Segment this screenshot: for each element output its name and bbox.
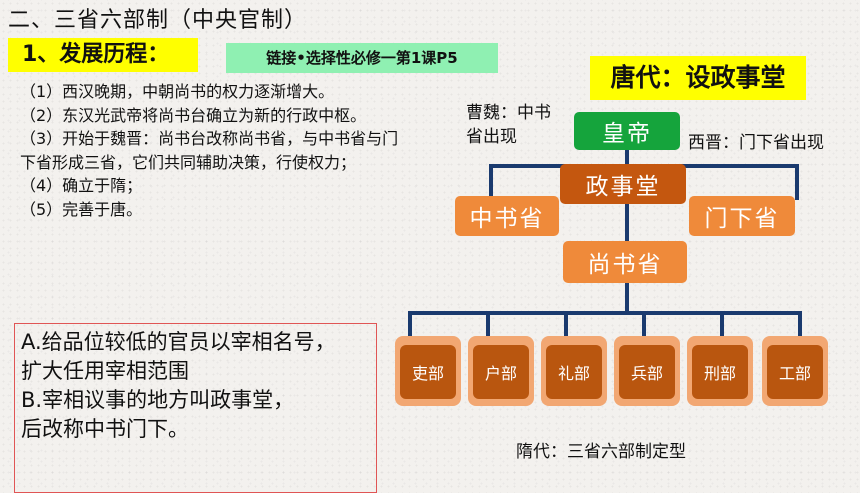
cao-wei-note: 曹魏：中书省出现 bbox=[466, 103, 551, 147]
dept-card: 兵部 bbox=[614, 336, 680, 406]
node-shangshu: 尚书省 bbox=[563, 241, 687, 283]
history-list: （1）西汉晚期，中朝尚书的权力逐渐增大。 （2）东汉光武帝将尚书台确立为新的行政… bbox=[20, 80, 400, 221]
dept-label: 吏部 bbox=[400, 345, 456, 399]
answer-line: 扩大任用宰相范围 bbox=[21, 359, 189, 383]
dept-label: 兵部 bbox=[619, 345, 675, 399]
dept-label: 刑部 bbox=[692, 345, 748, 399]
dept-card: 刑部 bbox=[687, 336, 753, 406]
textbook-link-note: 链接•选择性必修一第1课P5 bbox=[226, 43, 498, 73]
dept-card: 吏部 bbox=[395, 336, 461, 406]
answer-line: B.宰相议事的地方叫政事堂， bbox=[21, 388, 295, 412]
dept-label: 工部 bbox=[767, 345, 823, 399]
dept-card: 工部 bbox=[762, 336, 828, 406]
history-item: （5）完善于唐。 bbox=[20, 199, 143, 219]
history-item: （3）开始于魏晋：尚书台改称尚书省，与中书省与门下省形成三省，它们共同辅助决策，… bbox=[20, 129, 399, 172]
answer-line: 后改称中书门下。 bbox=[21, 417, 189, 441]
dept-label: 礼部 bbox=[546, 345, 602, 399]
node-zhongshu: 中书省 bbox=[455, 196, 559, 236]
history-item: （1）西汉晚期，中朝尚书的权力逐渐增大。 bbox=[20, 82, 335, 101]
xi-jin-note: 西晋：门下省出现 bbox=[688, 133, 824, 153]
dept-card: 礼部 bbox=[541, 336, 607, 406]
section-label: 1、发展历程： bbox=[8, 38, 198, 72]
node-emperor: 皇帝 bbox=[574, 112, 680, 150]
history-item: （4）确立于隋； bbox=[20, 176, 143, 195]
dept-card: 户部 bbox=[468, 336, 534, 406]
sui-note: 隋代：三省六部制定型 bbox=[516, 442, 686, 462]
page-heading: 二、三省六部制（中央官制） bbox=[8, 8, 308, 33]
dept-label: 户部 bbox=[473, 345, 529, 399]
diagram-title: 唐代：设政事堂 bbox=[590, 56, 806, 100]
history-item: （2）东汉光武帝将尚书台确立为新的行政中枢。 bbox=[20, 105, 367, 125]
node-zhengshitang: 政事堂 bbox=[560, 164, 686, 204]
answer-line: A.给品位较低的官员以宰相名号， bbox=[21, 330, 336, 354]
node-menxia: 门下省 bbox=[689, 196, 795, 236]
